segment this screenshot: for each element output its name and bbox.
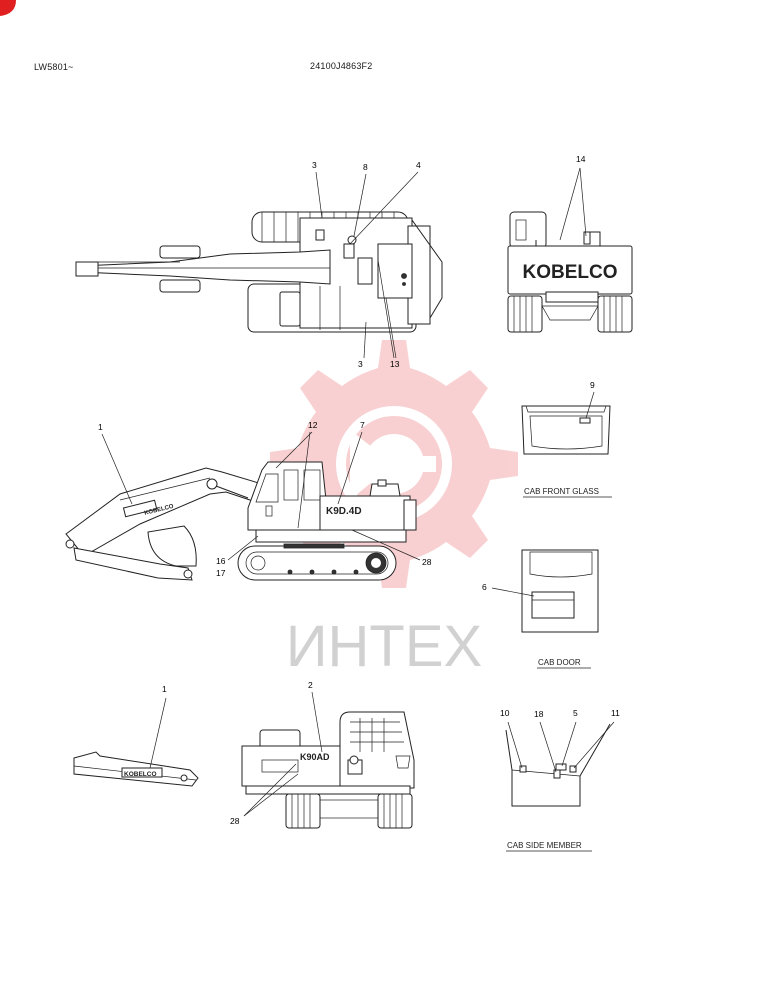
callout-top-3a: 3 bbox=[312, 160, 317, 170]
excavator-top-view bbox=[75, 211, 443, 333]
counterweight-decal: K90AD bbox=[300, 752, 330, 762]
callout-side-16: 16 bbox=[216, 556, 226, 566]
caption-cab-door: CAB DOOR bbox=[538, 658, 581, 667]
callout-sm-18: 18 bbox=[534, 709, 544, 719]
callout-rear-14: 14 bbox=[576, 154, 586, 164]
callout-door-6: 6 bbox=[482, 582, 487, 592]
callout-side-7: 7 bbox=[360, 420, 365, 430]
arm-detail-diagram bbox=[73, 751, 199, 787]
caption-cab-side-member: CAB SIDE MEMBER bbox=[507, 841, 582, 850]
callout-top-3b: 3 bbox=[358, 359, 363, 369]
callout-arm-1: 1 bbox=[162, 684, 167, 694]
callout-cw-28: 28 bbox=[230, 816, 240, 826]
excavator-rear-side-view bbox=[241, 711, 415, 829]
cab-door-diagram bbox=[521, 549, 599, 633]
callout-sm-11: 11 bbox=[611, 708, 620, 718]
callout-sm-5: 5 bbox=[573, 708, 578, 718]
excavator-rear-view bbox=[507, 211, 633, 333]
rear-kobelco-logo: KOBELCO bbox=[523, 262, 618, 283]
side-model-decal: K9D.4D bbox=[326, 506, 362, 517]
header-left-code: LW5801~ bbox=[34, 62, 74, 72]
caption-cab-front-glass: CAB FRONT GLASS bbox=[524, 487, 599, 496]
callout-top-8: 8 bbox=[363, 162, 368, 172]
callout-side-12: 12 bbox=[308, 420, 318, 430]
callout-side-17: 17 bbox=[216, 568, 226, 578]
callout-side-1: 1 bbox=[98, 422, 103, 432]
callout-side-28: 28 bbox=[422, 557, 432, 567]
corner-mark bbox=[0, 0, 16, 16]
watermark-text: ИНТЕХ bbox=[286, 614, 482, 679]
callout-top-13: 13 bbox=[390, 359, 400, 369]
cab-front-glass-diagram bbox=[521, 405, 611, 455]
callout-sm-10: 10 bbox=[500, 708, 510, 718]
callout-top-4: 4 bbox=[416, 160, 421, 170]
header-center-code: 24100J4863F2 bbox=[310, 61, 373, 71]
callout-cw-2: 2 bbox=[308, 680, 313, 690]
callout-glass-9: 9 bbox=[590, 380, 595, 390]
cab-side-member-diagram bbox=[505, 723, 611, 807]
arm-detail-decal: KOBELCO bbox=[124, 771, 157, 778]
excavator-side-view bbox=[65, 461, 417, 581]
